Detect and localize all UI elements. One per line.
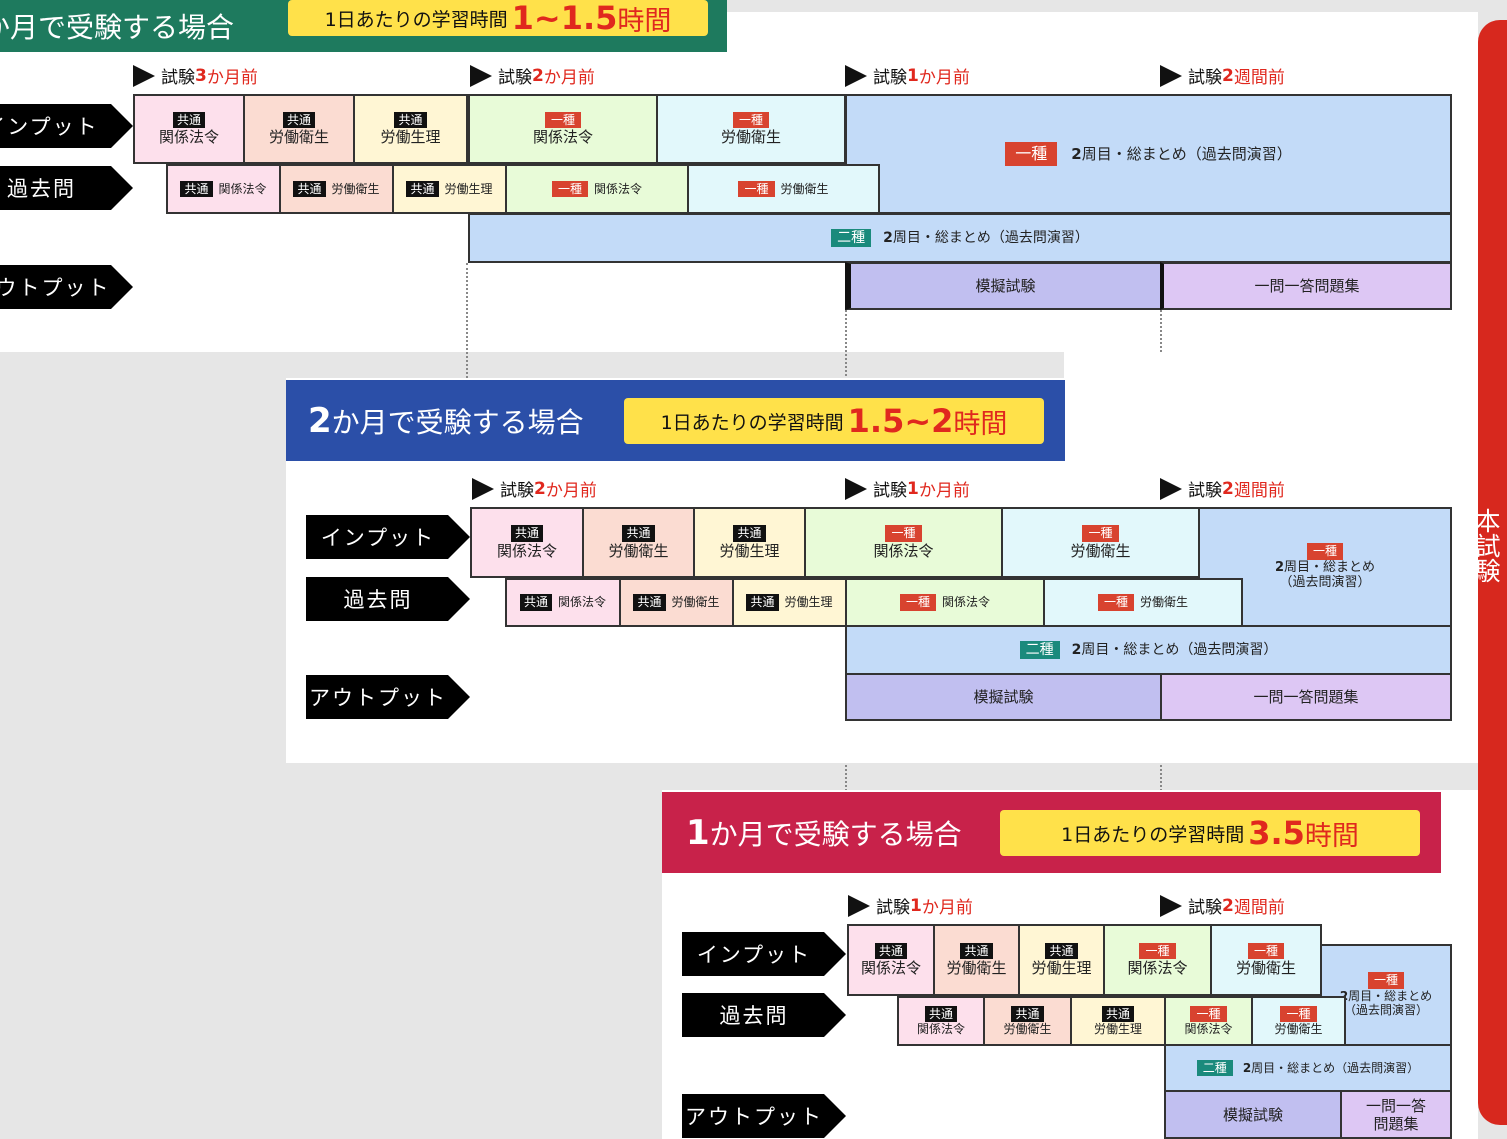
time-value: 3.5 (1248, 814, 1305, 852)
exam-day-label: 本試験 (1472, 508, 1501, 583)
row-label-past: 過去問 (0, 166, 133, 210)
time-label: 1日あたりの学習時間 (660, 411, 844, 434)
input-common-law: 共通関係法令 (847, 924, 935, 996)
input-type1-hygiene: 一種労働衛生 (1001, 507, 1200, 578)
past-common-hygiene: 共通労働衛生 (279, 164, 394, 214)
marker-arrow-icon (472, 477, 494, 500)
past-common-physiology: 共通労働生理 (1070, 996, 1166, 1046)
plan1-time-pill: 1日あたりの学習時間 3.5 時間 (1000, 810, 1420, 856)
time-value: 1.5~2 (847, 402, 954, 440)
marker-arrow-icon (470, 64, 492, 87)
past-type1-law: 一種関係法令 (845, 578, 1045, 627)
past-common-physiology: 共通労働生理 (732, 578, 847, 627)
input-common-physiology: 共通労働生理 (1018, 924, 1105, 996)
marker-arrow-icon (845, 64, 867, 87)
row-label-input: インプット (0, 104, 133, 148)
past-common-law: 共通関係法令 (897, 996, 985, 1046)
plan1-title-num: 1 (686, 812, 710, 853)
input-common-physiology: 共通労働生理 (353, 94, 468, 164)
guide-line (845, 310, 847, 380)
output-qa-book: 一問一答問題集 (1160, 673, 1452, 721)
plan3-time-pill: 1日あたりの学習時間 1~1.5 時間 (288, 0, 708, 37)
output-mock-exam: 模擬試験 (845, 673, 1162, 721)
row-label-past: 過去問 (682, 993, 846, 1037)
plan2-panel-top (1064, 352, 1478, 418)
input-common-hygiene: 共通労働衛生 (582, 507, 695, 578)
row-label-past: 過去問 (306, 577, 470, 621)
time-value: 1~1.5 (511, 0, 618, 37)
output-mock-exam: 模擬試験 (1164, 1090, 1342, 1139)
marker-arrow-icon (1160, 894, 1182, 917)
past-type1-hygiene: 一種労働衛生 (687, 164, 880, 214)
past-common-hygiene: 共通労働衛生 (619, 578, 734, 627)
time-label: 1日あたりの学習時間 (324, 8, 508, 31)
past-type1-hygiene: 一種労働衛生 (1043, 578, 1243, 627)
marker-arrow-icon (848, 894, 870, 917)
row-label-output: アウトプット (0, 265, 133, 309)
row-label-output: アウトプット (306, 675, 470, 719)
marker-arrow-icon (1160, 64, 1182, 87)
output-mock-exam: 模擬試験 (845, 262, 1162, 310)
past-type1-law: 一種関係法令 (1164, 996, 1253, 1046)
plan2-time-pill: 1日あたりの学習時間 1.5~2 時間 (624, 398, 1044, 444)
exam-day-bar (1478, 20, 1507, 1125)
past-type1-law: 一種関係法令 (505, 164, 689, 214)
input-common-physiology: 共通労働生理 (693, 507, 806, 578)
input-common-hygiene: 共通労働衛生 (933, 924, 1020, 996)
input-type1-hygiene: 一種労働衛生 (1210, 924, 1322, 996)
plan3-title-suffix: か月で受験する場合 (0, 11, 235, 44)
row-label-input: インプット (306, 515, 470, 559)
marker-arrow-icon (1160, 477, 1182, 500)
past-type1-hygiene: 一種労働衛生 (1251, 996, 1346, 1046)
input-type1-hygiene: 一種労働衛生 (656, 94, 846, 164)
input-common-law: 共通関係法令 (470, 507, 584, 578)
plan2-title-suffix: か月で受験する場合 (331, 405, 584, 439)
time-label: 1日あたりの学習時間 (1061, 823, 1245, 846)
row-label-output: アウトプット (682, 1094, 846, 1138)
guide-line (466, 263, 468, 378)
time-unit: 時間 (1304, 820, 1359, 852)
input-type1-law: 一種関係法令 (468, 94, 658, 164)
output-qa-book: 一問一答問題集 (1160, 262, 1452, 310)
marker-arrow-icon (845, 477, 867, 500)
input-common-hygiene: 共通労働衛生 (243, 94, 355, 164)
time-unit: 時間 (953, 408, 1008, 440)
output-qa-book: 一問一答問題集 (1340, 1090, 1452, 1139)
past-common-law: 共通関係法令 (166, 164, 281, 214)
input-type1-law: 一種関係法令 (804, 507, 1003, 578)
plan1-title-suffix: か月で受験する場合 (709, 817, 962, 851)
marker-arrow-icon (133, 64, 155, 87)
plan2-title-num: 2 (308, 400, 332, 441)
past-common-law: 共通関係法令 (505, 578, 621, 627)
time-unit: 時間 (617, 5, 672, 37)
row-label-input: インプット (682, 932, 846, 976)
past-common-physiology: 共通労働生理 (392, 164, 507, 214)
past-common-hygiene: 共通労働衛生 (983, 996, 1072, 1046)
input-common-law: 共通関係法令 (133, 94, 245, 164)
input-type1-law: 一種関係法令 (1103, 924, 1212, 996)
